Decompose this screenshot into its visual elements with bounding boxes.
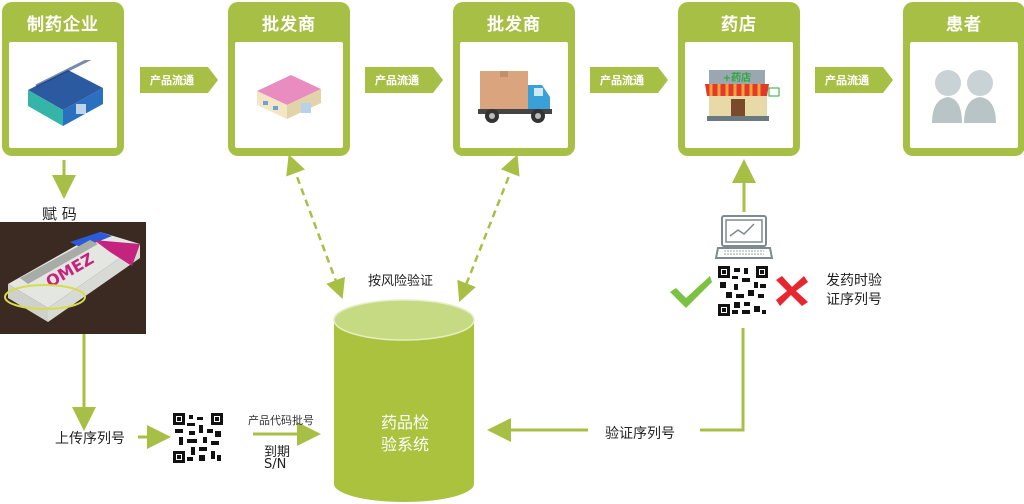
flow-arrow-1: 产品流通 xyxy=(140,67,220,93)
delivery-truck-icon xyxy=(478,71,552,123)
check-mark-icon xyxy=(670,276,712,308)
database-label: 药品检 验系统 xyxy=(370,412,440,456)
product-photo: OMEZ xyxy=(0,222,146,334)
dashed-arrow-wholesaler1-database xyxy=(286,154,346,300)
pharmacy-store-icon: +药店 xyxy=(705,70,780,121)
dispense-verify-line2: 证序列号 xyxy=(826,292,882,308)
flow-label: 产品流通 xyxy=(150,74,194,87)
warehouse-icon xyxy=(257,75,321,119)
risk-verification-label: 按风险验证 xyxy=(368,274,434,289)
laptop-icon xyxy=(714,215,774,259)
stage-pharmacy: 药店 +药店 xyxy=(678,2,800,156)
product-box-image: OMEZ xyxy=(4,232,140,322)
patients-icon xyxy=(932,70,996,123)
flow-arrow-4: 产品流通 xyxy=(815,67,895,93)
stage-patients: 患者 xyxy=(903,2,1024,156)
stage-title: 批发商 xyxy=(262,15,316,35)
stage-title: 患者 xyxy=(946,15,982,35)
line-verify-path xyxy=(700,328,745,432)
flow-label: 产品流通 xyxy=(825,74,869,87)
dispense-verify-line1: 发药时验 xyxy=(826,273,882,289)
stage-title: 制药企业 xyxy=(27,15,99,35)
qr-code-icon xyxy=(173,413,223,463)
database-label-line1: 药品检 xyxy=(380,413,429,432)
upload-serial-label: 上传序列号 xyxy=(55,431,125,447)
stage-title: 药店 xyxy=(721,15,757,35)
stage-wholesaler-1: 批发商 xyxy=(228,2,350,156)
qr-code-verify-icon xyxy=(718,266,768,316)
verify-serial-label: 验证序列号 xyxy=(605,426,675,442)
assign-code-label: 赋 码 xyxy=(42,205,77,223)
flow-arrow-2: 产品流通 xyxy=(365,67,445,93)
dashed-arrow-wholesaler2-database xyxy=(457,154,520,302)
flow-label: 产品流通 xyxy=(600,74,644,87)
factory-icon xyxy=(28,60,103,126)
flow-arrow-3: 产品流通 xyxy=(590,67,670,93)
stage-wholesaler-2: 批发商 xyxy=(453,2,575,156)
expiry-label: 到期 xyxy=(264,445,291,460)
dispense-verify-label: 发药时验 证序列号 xyxy=(826,272,882,310)
flow-label: 产品流通 xyxy=(375,74,419,87)
stage-title: 批发商 xyxy=(487,15,541,35)
product-code-batch-label: 产品代码批号 xyxy=(248,414,314,427)
cross-mark-icon xyxy=(776,276,808,306)
stage-manufacturer: 制药企业 xyxy=(2,2,124,156)
svg-text:+药店: +药店 xyxy=(723,71,751,84)
serial-number-label: S/N xyxy=(264,457,287,472)
database-cylinder-icon xyxy=(333,299,475,502)
database-label-line2: 验系统 xyxy=(380,435,429,454)
